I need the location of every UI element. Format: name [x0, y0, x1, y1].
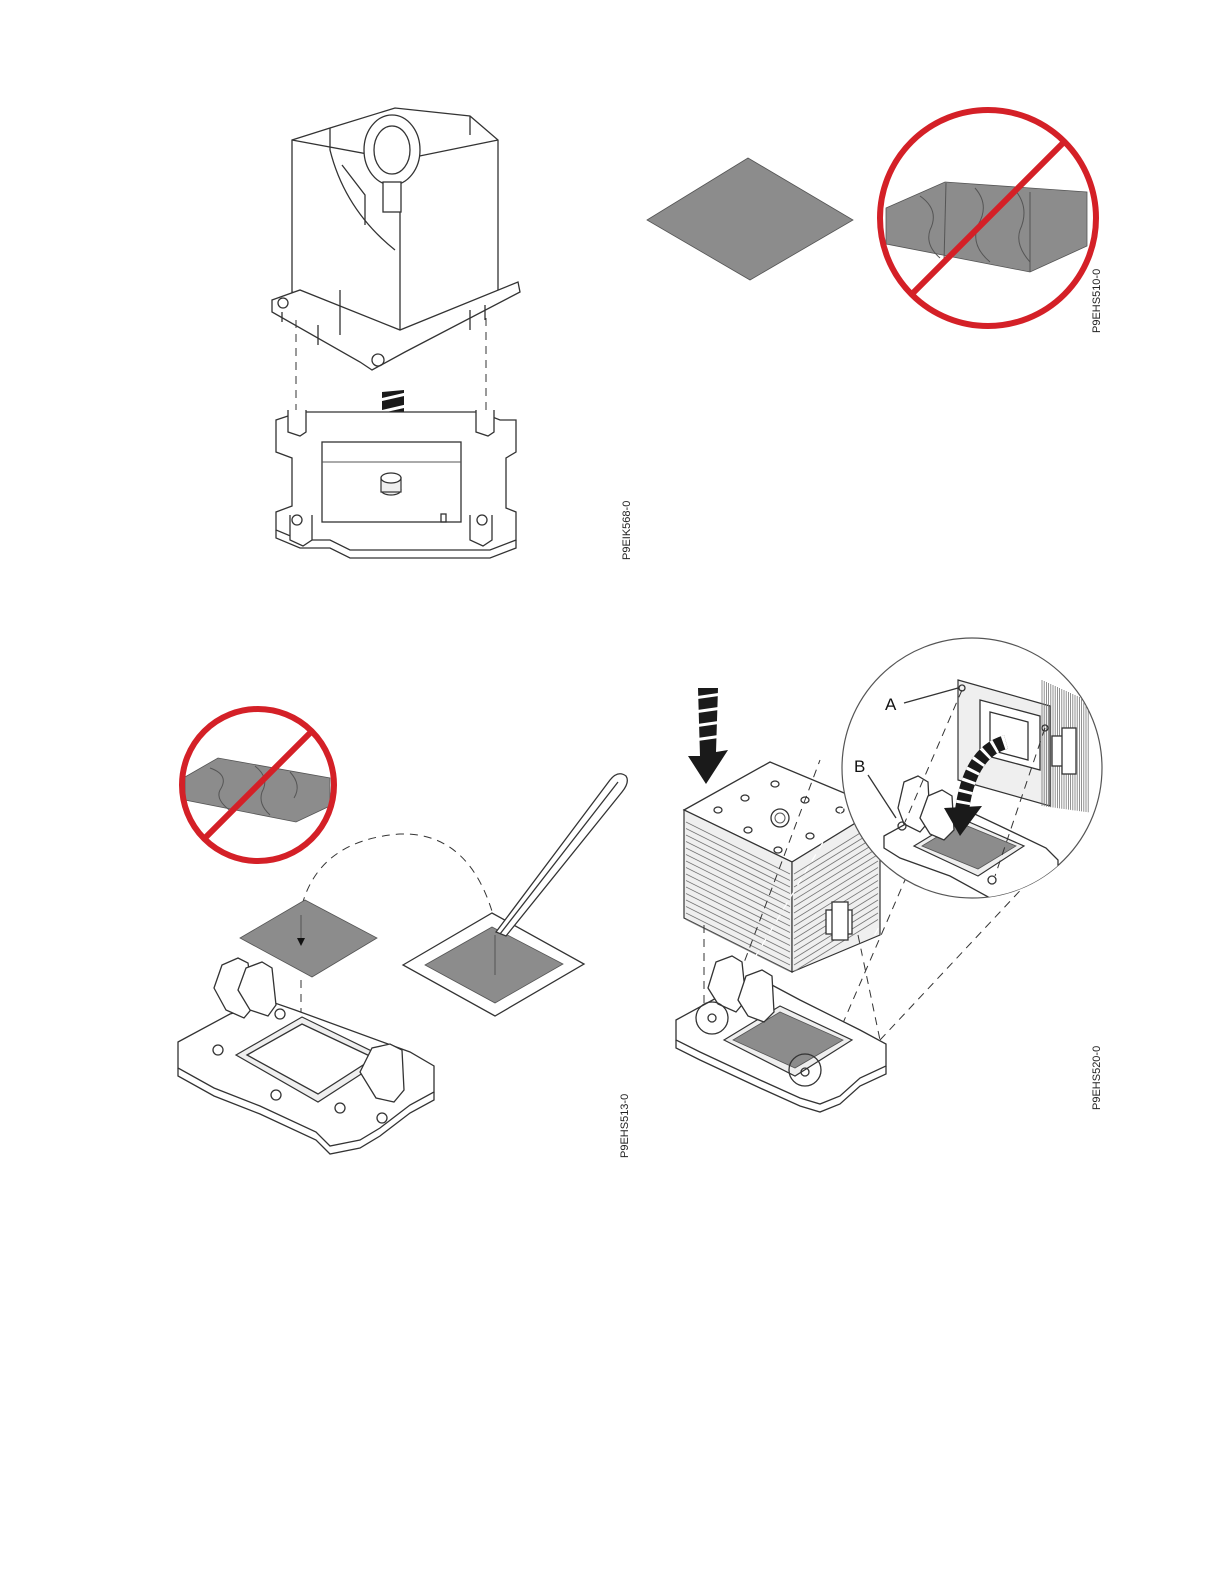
callout-a: A	[885, 695, 897, 714]
figure-install-heatsink: A B P9EHS520-0	[676, 638, 1103, 1112]
figure-tool-onto-bracket: P9EIK568-0	[272, 108, 633, 560]
tweezers	[496, 774, 627, 936]
prohibited-wrinkled-pad	[182, 709, 334, 861]
figure-pad-condition: P9EHS510-0	[647, 110, 1103, 333]
alignment-tool	[272, 108, 520, 370]
socket-bracket	[276, 410, 516, 558]
figure-id: P9EIK568-0	[621, 501, 633, 560]
figure-id: P9EHS520-0	[1091, 1046, 1103, 1110]
detail-view: A B	[842, 638, 1102, 900]
callout-b: B	[854, 757, 865, 776]
figure-id: P9EHS510-0	[1091, 269, 1103, 333]
processor-socket	[676, 956, 886, 1112]
figure-id: P9EHS513-0	[619, 1094, 631, 1158]
processor-socket	[178, 958, 434, 1154]
prohibited-wrinkled-pad	[880, 110, 1096, 326]
pad-on-backing-sheet	[403, 913, 584, 1016]
flat-thermal-pad	[647, 158, 853, 280]
down-arrow-icon	[688, 688, 728, 784]
figure-apply-pad: P9EHS513-0	[178, 709, 631, 1158]
